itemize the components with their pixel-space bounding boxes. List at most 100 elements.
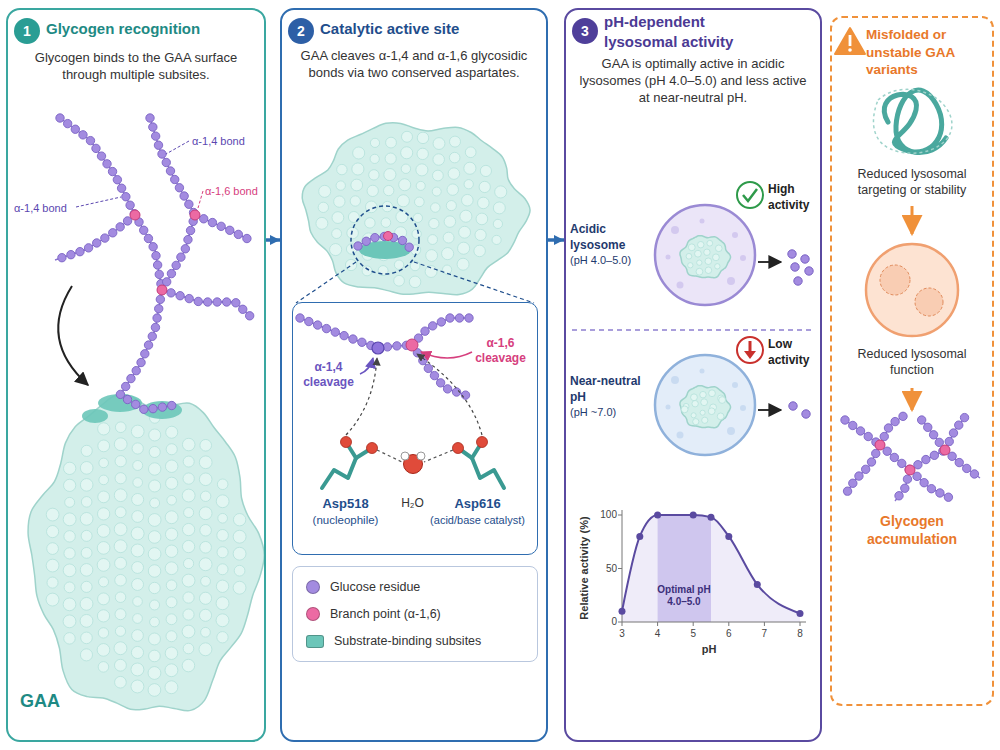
glucose-chain (945, 417, 965, 450)
gaa-protein-surface (165, 528, 177, 540)
gaa-protein-surface (218, 513, 228, 523)
gaa-protein-surface (97, 542, 110, 555)
glucose-residue (901, 484, 909, 492)
divider-line (572, 329, 814, 330)
gaa-protein-surface (433, 138, 445, 150)
legend-swatch (306, 580, 320, 594)
gaa-protein-surface (148, 514, 161, 527)
gaa-enzyme (681, 406, 688, 413)
misfolded-protein (884, 90, 946, 152)
gaa-protein-surface (64, 479, 76, 491)
glucose-residue (358, 338, 366, 346)
legend-entry: Glucose residue (306, 577, 420, 597)
gaa-protein-surface (353, 147, 365, 159)
gaa-protein-surface (417, 148, 428, 159)
gaa-protein-surface (114, 540, 127, 553)
gaa-protein-surface (98, 628, 108, 638)
panel-title: pH-dependent lysosomal activity (604, 12, 764, 51)
gaa-protein-surface (199, 456, 212, 469)
warning-panel: Misfolded or unstable GAA variantsReduce… (830, 16, 994, 706)
gaa-protein-surface (394, 260, 403, 269)
glucose-residue (131, 400, 139, 408)
glucose-chain (56, 114, 165, 290)
compartment-label: Acidic lysosome (570, 222, 646, 253)
stage-panel: 1Glycogen recognitionGlycogen binds to t… (6, 8, 266, 742)
activity-label: Low activity (768, 337, 822, 368)
gaa-protein-surface (47, 543, 59, 555)
step-badge: 1 (14, 18, 40, 44)
active-site-illustration (296, 123, 534, 303)
glucose-chain (945, 450, 980, 478)
gaa-protein-surface (216, 597, 229, 610)
gaa-protein-surface (450, 136, 461, 147)
gaa-enzyme (686, 253, 692, 259)
glucose-residue (927, 485, 935, 493)
released-glucose (788, 250, 796, 258)
glucose-residue (898, 459, 906, 467)
gaa-protein-surface (64, 462, 76, 474)
gaa-protein-surface (81, 632, 93, 644)
glucose-residue (903, 475, 911, 483)
data-point (708, 514, 715, 521)
branch-point (406, 339, 418, 351)
ph-label: (pH ~7.0) (570, 405, 650, 419)
consequence-arrow (911, 388, 914, 410)
glucose-residue (175, 184, 183, 192)
catalytic-mechanism (296, 314, 504, 488)
glucose-residue (121, 382, 129, 390)
gaa-protein-surface (166, 597, 177, 608)
glucose-residue (331, 328, 339, 336)
released-glucose (802, 410, 810, 418)
tick-mark (764, 622, 765, 626)
zoom-line (296, 262, 356, 303)
gaa-enzyme (701, 399, 708, 406)
glucose-residue (428, 322, 436, 330)
glucose-residue (899, 412, 907, 420)
gaa-protein-surface (148, 565, 160, 577)
gaa-protein-surface (133, 597, 143, 607)
gaa-protein-surface (462, 194, 474, 206)
gaa-protein-surface (182, 438, 195, 451)
aspartate-residue (453, 443, 464, 454)
gaa-protein-surface (332, 229, 342, 239)
impaired-lysosome (880, 265, 910, 295)
gaa-protein-surface (199, 558, 212, 571)
gaa-protein-surface (132, 493, 144, 505)
axis-tick-label: 8 (790, 627, 810, 640)
glucose-residue (944, 493, 952, 501)
glucose-residue (349, 335, 357, 343)
tick-mark (618, 515, 622, 516)
glucose-residue (421, 327, 429, 335)
warning-icon (835, 28, 865, 54)
gaa-protein-surface (166, 614, 177, 625)
glucose-residue (158, 150, 166, 158)
misfolded-protein (873, 89, 951, 153)
zoom-circle (351, 206, 419, 274)
glucose-chain (150, 118, 195, 290)
glucose-residue (167, 289, 175, 297)
gaa-protein-surface (428, 235, 438, 245)
gaa-protein-surface (80, 479, 93, 492)
gaa-protein-surface (426, 250, 438, 262)
released-glucose (791, 263, 799, 271)
gaa-protein-surface (115, 676, 127, 688)
gaa-protein-surface (459, 226, 471, 238)
glucose-residue (149, 123, 157, 131)
gaa-protein-surface (433, 154, 445, 166)
glucose-residue (843, 487, 851, 495)
cleavage-label: α-1,6 cleavage (470, 336, 532, 367)
glucose-residue (158, 286, 166, 294)
glucose-chain (191, 211, 251, 243)
glucose-residue (155, 270, 163, 278)
gaa-protein-surface (81, 530, 92, 541)
gaa-protein-surface (201, 627, 211, 637)
glucose-residue (117, 184, 125, 192)
gaa-protein-surface (402, 131, 413, 142)
gaa-protein-surface (166, 444, 177, 455)
gaa-protein-surface (131, 680, 144, 693)
gaa-protein-surface (115, 422, 126, 433)
lysosome (666, 405, 671, 410)
glucose-residue (126, 201, 134, 209)
released-glucose (789, 402, 797, 410)
